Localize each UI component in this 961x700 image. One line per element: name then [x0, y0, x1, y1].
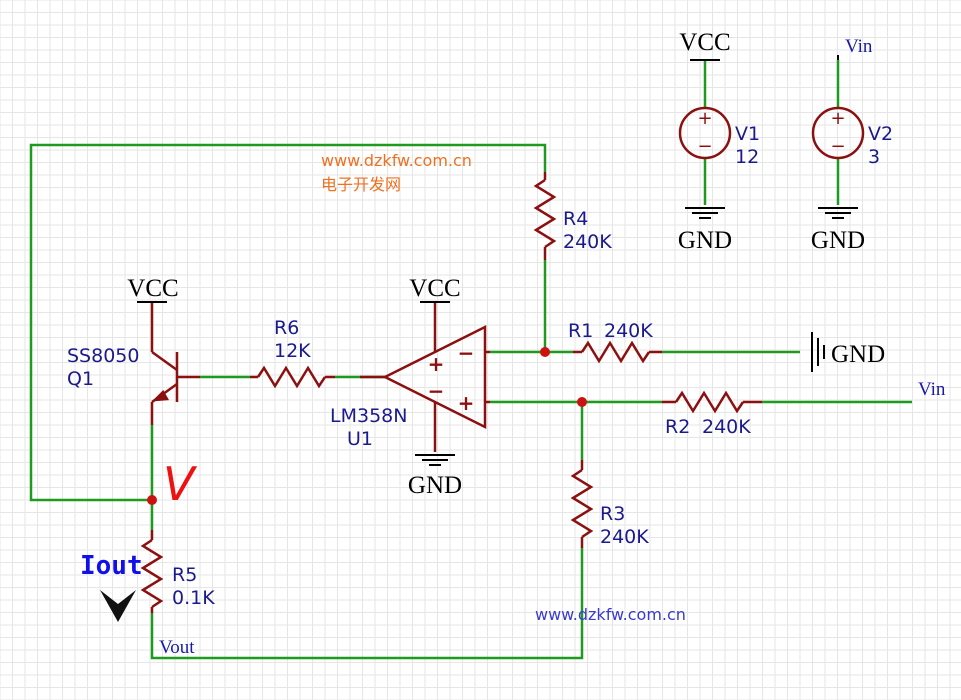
- v2-supply-label: Vin: [845, 36, 873, 57]
- opamp-plus-sign: +: [428, 352, 445, 376]
- u1-supply-label: VCC: [409, 275, 460, 302]
- v2-plus-sign: +: [830, 108, 845, 129]
- feedback-wire: [29, 143, 547, 502]
- watermark-cn-top: 电子开发网: [321, 175, 401, 194]
- power-symbols: [137, 55, 858, 466]
- r5-ref-label: R5: [172, 564, 197, 586]
- r4-value-label: 240K: [563, 231, 612, 253]
- vout-net-label: Vout: [159, 637, 195, 658]
- u1-part-label: LM358N: [330, 405, 407, 427]
- components: [140, 106, 865, 613]
- junction-emitter-r5: [147, 495, 157, 505]
- v1-plus-sign: +: [697, 108, 712, 129]
- junction-r4-r1: [540, 347, 550, 357]
- watermark-url-top: www.dzkfw.com.cn: [321, 151, 472, 170]
- vin-net-label: Vin: [918, 379, 946, 400]
- v2-value-label: 3: [868, 146, 880, 168]
- v1-supply-label: VCC: [679, 29, 730, 56]
- bottom-return-wire: [150, 548, 584, 660]
- v2-source-symbol[interactable]: [811, 106, 865, 160]
- v1-source-symbol[interactable]: [678, 106, 732, 160]
- r2-resistor: [662, 390, 762, 414]
- r1-ground-label: GND: [831, 341, 885, 368]
- r3-ref-label: R3: [600, 503, 625, 525]
- q1-supply-label: VCC: [127, 275, 178, 302]
- watermark-url-bottom: www.dzkfw.com.cn: [535, 605, 686, 624]
- gnd-u1-symbol: [415, 454, 455, 466]
- q1-ref-label: Q1: [67, 368, 94, 390]
- r6-value-label: 12K: [274, 340, 311, 362]
- current-arrow-icon: [100, 590, 136, 622]
- v1-ref-label: V1: [735, 123, 760, 145]
- r5-value-label: 0.1K: [172, 587, 215, 609]
- r1-ref-label: R1: [568, 320, 593, 342]
- r4-ref-label: R4: [563, 208, 588, 230]
- r4-resistor: [533, 172, 557, 260]
- r5-resistor: [140, 530, 164, 613]
- r6-ref-label: R6: [274, 317, 299, 339]
- r1-value-label: 240K: [604, 320, 653, 342]
- v2-minus-sign: −: [830, 136, 845, 157]
- v1-minus-sign: −: [697, 136, 712, 157]
- r6-resistor: [250, 365, 335, 389]
- r3-value-label: 240K: [600, 526, 649, 548]
- gnd-r1-symbol: [811, 332, 825, 372]
- r1-resistor: [573, 340, 662, 364]
- junction-r2-r3: [577, 397, 587, 407]
- opamp-minus-sign: −: [428, 379, 445, 403]
- junctions: [147, 347, 587, 505]
- r2-ref-label: R2: [665, 416, 690, 438]
- opamp-plus-sign-2: +: [458, 391, 475, 415]
- u1-ground-label: GND: [408, 472, 462, 499]
- r2-value-label: 240K: [702, 416, 751, 438]
- node-v-annotation: V: [163, 457, 198, 511]
- iout-annotation: Iout: [80, 551, 143, 581]
- q1-part-label: SS8050: [67, 345, 139, 367]
- v1-ground-label: GND: [678, 227, 732, 254]
- opamp-symbol[interactable]: [360, 302, 490, 452]
- transistor-symbol[interactable]: [150, 302, 200, 425]
- v1-value-label: 12: [735, 146, 759, 168]
- gnd-v1-symbol: [685, 207, 725, 219]
- r3-resistor: [570, 460, 594, 548]
- gnd-v2-symbol: [818, 207, 858, 219]
- opamp-minus-sign-2: −: [458, 341, 475, 365]
- v2-ref-label: V2: [868, 123, 893, 145]
- v2-ground-label: GND: [811, 227, 865, 254]
- u1-ref-label: U1: [347, 428, 373, 450]
